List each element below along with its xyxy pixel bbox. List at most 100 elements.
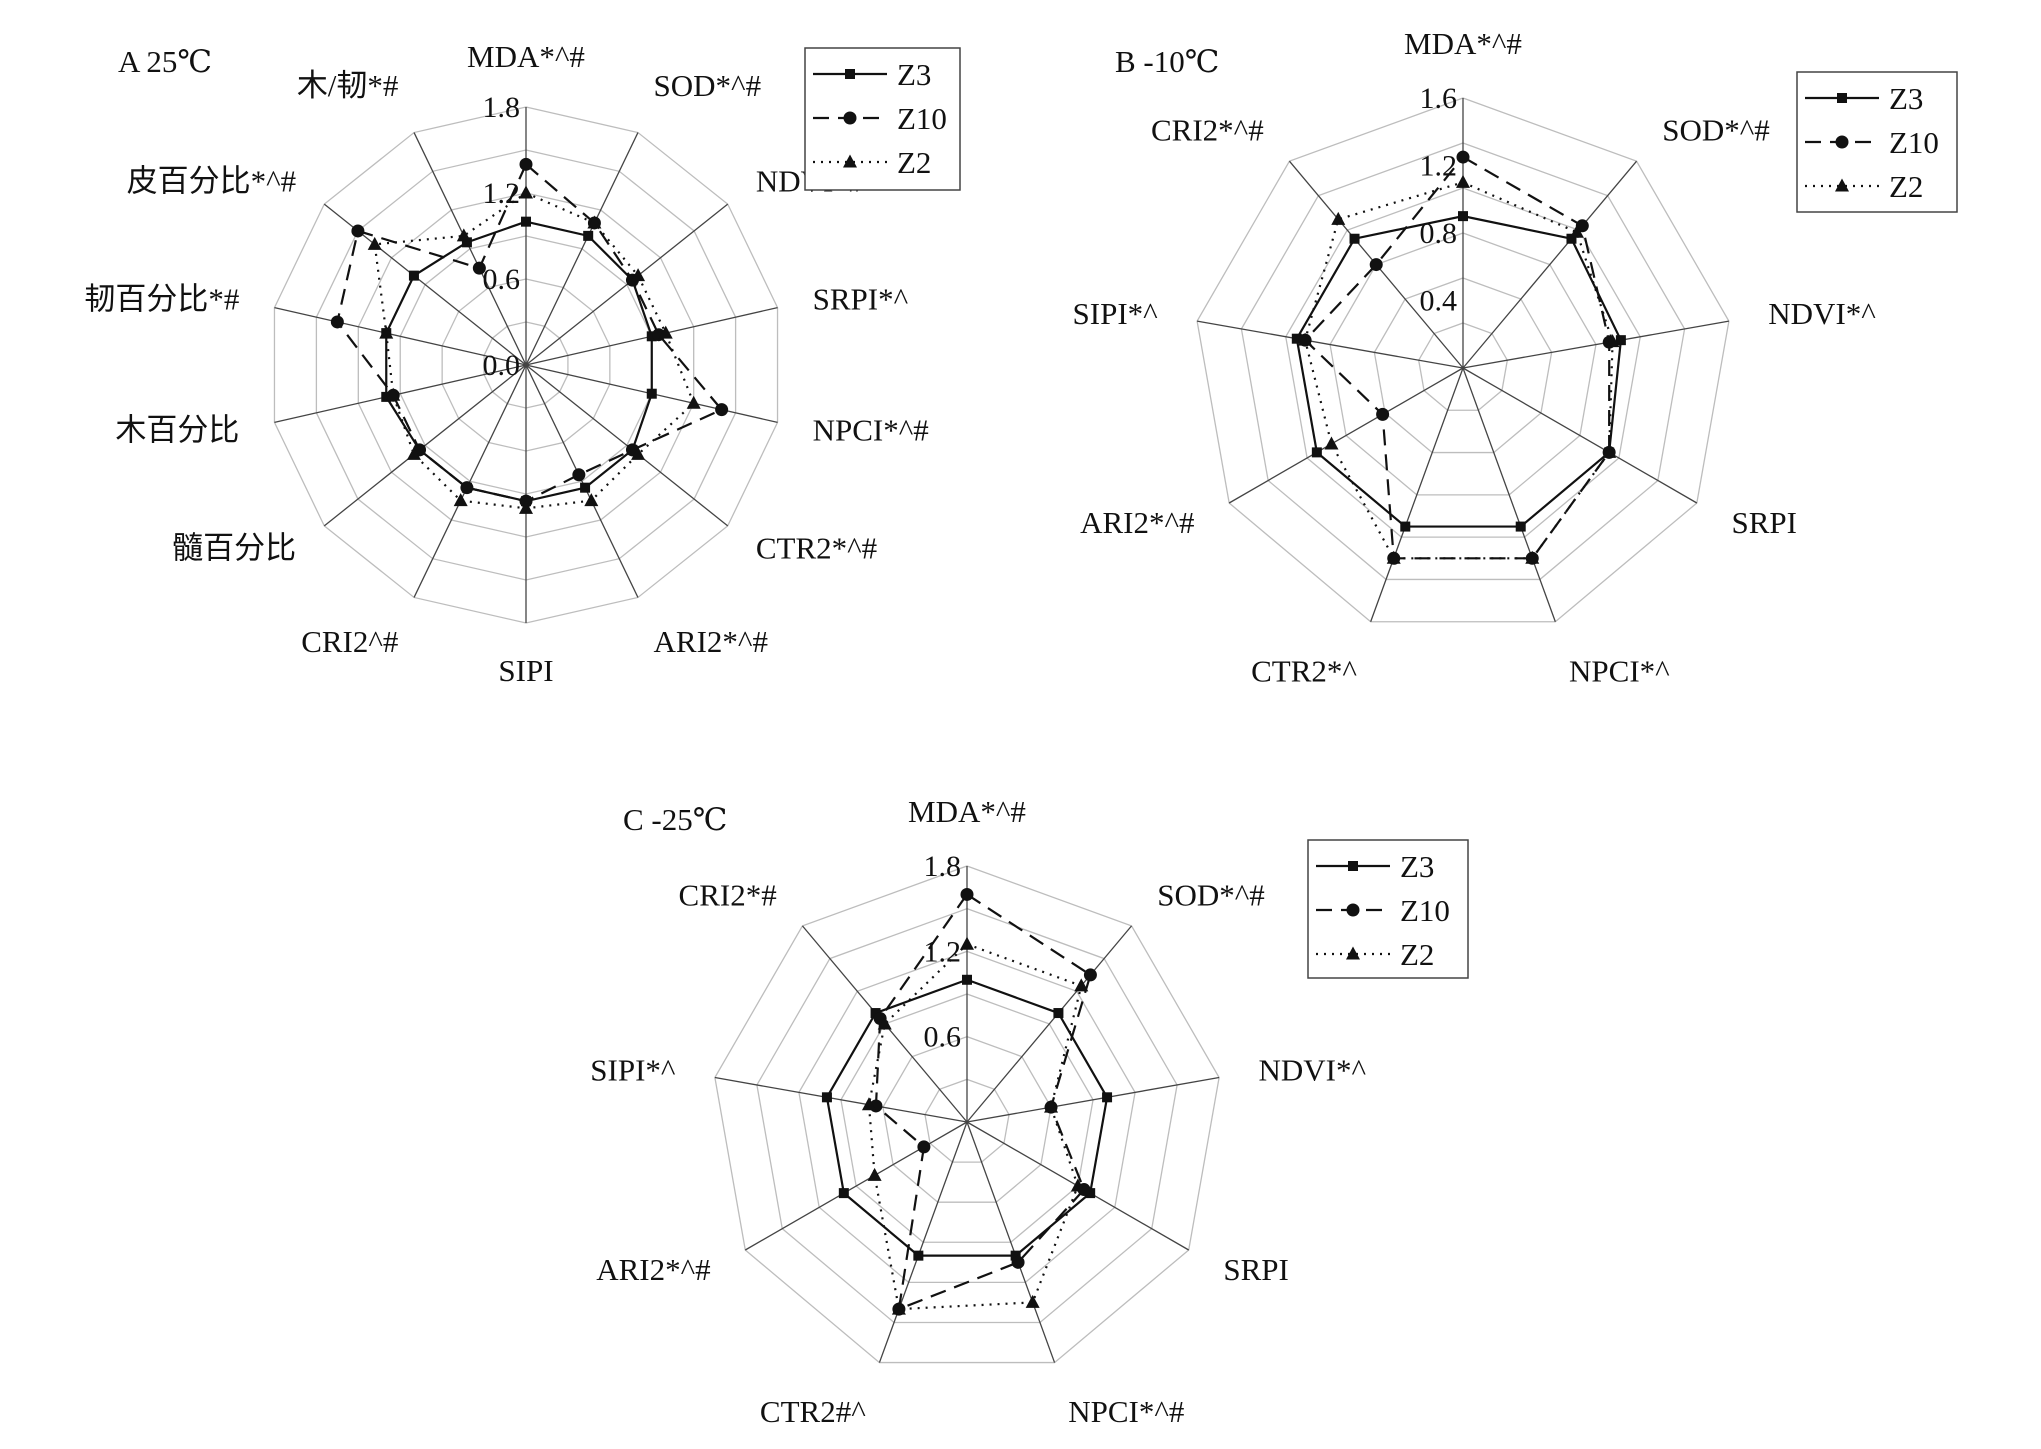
data-point-Z3-1 xyxy=(521,216,531,227)
axis-label: SIPI xyxy=(498,653,553,688)
axis-label: ARI2*^# xyxy=(654,624,768,659)
data-point-Z2-1 xyxy=(519,185,533,199)
axis-label: 韧百分比*# xyxy=(84,282,239,317)
axis-label: SRPI*^ xyxy=(813,282,909,317)
axis-label: NDVI*^ xyxy=(1768,296,1876,331)
data-point-Z3-5 xyxy=(1010,1250,1021,1261)
data-point-Z2-3 xyxy=(1044,1099,1059,1113)
data-point-Z10-9 xyxy=(460,481,474,495)
data-point-Z2-1 xyxy=(1456,174,1470,188)
data-point-Z3-7 xyxy=(1311,447,1322,458)
legend-label-Z10: Z10 xyxy=(1400,893,1450,928)
tick-label: 1.6 xyxy=(1420,82,1458,115)
data-point-Z3-2 xyxy=(583,230,594,241)
axis-spoke xyxy=(1462,367,1698,504)
legend-marker-Z3 xyxy=(845,69,855,79)
data-point-Z3-4 xyxy=(1085,1188,1096,1199)
grid-rings xyxy=(714,865,1220,1364)
legend-label-Z10: Z10 xyxy=(1889,125,1939,160)
series-line-Z10 xyxy=(874,892,1092,1311)
tick-label: 0.6 xyxy=(924,1021,962,1054)
data-point-Z2-13 xyxy=(367,236,382,250)
data-point-Z2-6 xyxy=(1386,550,1401,564)
axis-label: CRI2*# xyxy=(679,877,777,912)
legend-marker-Z3 xyxy=(1348,861,1358,871)
data-point-Z2-8 xyxy=(519,500,533,514)
legend-box xyxy=(1796,71,1958,213)
data-point-Z3-2 xyxy=(1566,233,1577,244)
data-point-Z10-5 xyxy=(715,403,729,417)
series-line-Z3 xyxy=(1295,215,1623,528)
data-point-Z10-9 xyxy=(1369,258,1383,272)
tick-label: 1.8 xyxy=(924,850,962,883)
radar-chart-3: 0.61.21.8MDA*^#SOD*^#NDVI*^SRPINPCI*^#CT… xyxy=(590,794,1469,1429)
grid-ring xyxy=(882,1035,1052,1203)
series-Z3 xyxy=(821,974,1113,1261)
grid-ring xyxy=(1196,97,1730,623)
axis-label: CRI2^# xyxy=(301,624,398,659)
axis-spoke xyxy=(1196,320,1464,369)
data-point-Z3-2 xyxy=(1053,1008,1064,1019)
series-line-Z2 xyxy=(867,942,1083,1311)
legend-label-Z10: Z10 xyxy=(897,101,947,136)
chart-title: C -25℃ xyxy=(623,802,727,837)
legend-marker-Z2 xyxy=(1346,946,1360,960)
data-point-Z3-8 xyxy=(821,1092,832,1103)
data-point-Z2-4 xyxy=(1070,1178,1085,1192)
series-line-Z10 xyxy=(1303,155,1611,560)
grid-ring xyxy=(1418,322,1508,411)
grid-ring xyxy=(756,907,1178,1324)
legend-marker-Z10 xyxy=(1835,135,1849,149)
axis-spoke xyxy=(966,1076,1220,1123)
grid-ring xyxy=(924,1078,1010,1163)
radar-chart-1: 0.00.61.21.8MDA*^#SOD*^#NDVI^#SRPI*^NPCI… xyxy=(84,39,961,688)
radar-chart-2: 0.40.81.21.6MDA*^#SOD*^#NDVI*^SRPINPCI*^… xyxy=(1073,26,1958,688)
data-point-Z2-5 xyxy=(686,395,701,409)
legend-label-Z2: Z2 xyxy=(897,145,931,180)
axis-spoke xyxy=(1370,367,1464,622)
axis-label: MDA*^# xyxy=(1404,26,1522,61)
tick-label: 1.8 xyxy=(483,91,521,124)
data-point-Z2-7 xyxy=(584,493,599,507)
axis-label: ARI2*^# xyxy=(596,1252,710,1287)
chart-title: A 25℃ xyxy=(118,44,212,79)
data-point-Z3-1 xyxy=(1458,211,1468,222)
data-point-Z3-6 xyxy=(913,1250,924,1261)
data-point-Z2-5 xyxy=(1525,550,1540,564)
data-point-Z2-9 xyxy=(453,493,468,507)
legend-marker-Z3 xyxy=(1837,93,1847,103)
axis-label: NPCI*^# xyxy=(1068,1394,1184,1429)
legend-marker-Z10 xyxy=(1346,903,1360,917)
axis-label: SIPI*^ xyxy=(1073,296,1159,331)
data-point-Z2-2 xyxy=(587,215,602,229)
axis-label: 皮百分比*^# xyxy=(127,164,297,199)
series-Z2 xyxy=(1298,174,1620,564)
axis-label: MDA*^# xyxy=(908,794,1026,829)
data-point-Z2-4 xyxy=(658,325,673,339)
axis-spoke xyxy=(966,925,1133,1123)
axis-label: 髓百分比 xyxy=(172,530,296,565)
axis-spoke xyxy=(1228,367,1464,504)
tick-label: 1.2 xyxy=(483,177,521,210)
axis-spoke xyxy=(966,1121,1056,1363)
data-point-Z2-4 xyxy=(1602,444,1617,458)
axis-spoke xyxy=(525,132,639,366)
legend-marker-Z10 xyxy=(843,111,857,125)
data-point-Z10-2 xyxy=(1083,968,1097,982)
data-point-Z2-7 xyxy=(1324,436,1339,450)
grid-ring xyxy=(1329,232,1597,496)
data-point-Z3-11 xyxy=(381,391,392,402)
axis-label: MDA*^# xyxy=(467,39,585,74)
series-line-Z3 xyxy=(825,978,1109,1257)
data-point-Z2-6 xyxy=(891,1301,906,1315)
data-point-Z2-3 xyxy=(631,268,646,282)
data-point-Z2-14 xyxy=(456,228,471,242)
axis-label: CTR2*^ xyxy=(1251,653,1357,688)
data-point-Z2-8 xyxy=(861,1097,876,1111)
data-point-Z10-7 xyxy=(1376,407,1390,421)
data-point-Z10-1 xyxy=(1456,150,1470,164)
data-point-Z2-5 xyxy=(1025,1294,1040,1308)
data-point-Z10-7 xyxy=(572,468,586,482)
data-point-Z3-7 xyxy=(838,1188,849,1199)
